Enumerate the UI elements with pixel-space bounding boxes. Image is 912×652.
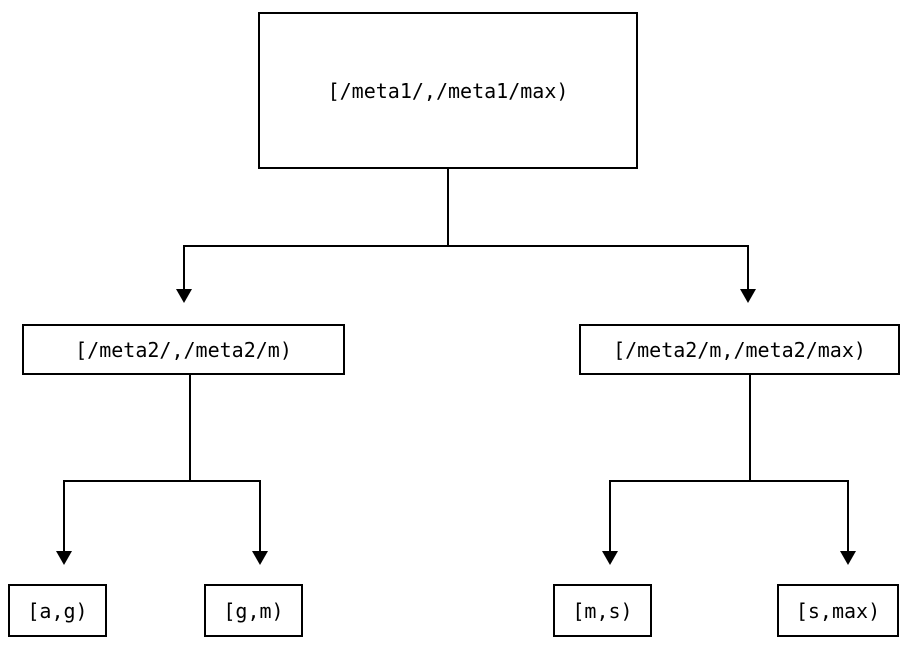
edge-root-to-left-drop xyxy=(183,245,185,290)
node-level1-right-label: [/meta2/m,/meta2/max) xyxy=(613,337,866,362)
arrow-left-to-leaf2 xyxy=(252,551,268,565)
node-leaf-1-label: [a,g) xyxy=(27,598,88,623)
node-root-label: [/meta1/,/meta1/max) xyxy=(327,78,569,103)
edge-right-to-leaf3-drop xyxy=(609,480,611,552)
edge-root-stem xyxy=(447,169,449,246)
edge-left-stem xyxy=(189,375,191,481)
arrow-right-to-leaf4 xyxy=(840,551,856,565)
edge-left-to-leaf1-drop xyxy=(63,480,65,552)
node-root[interactable]: [/meta1/,/meta1/max) xyxy=(258,12,638,169)
node-level1-right[interactable]: [/meta2/m,/meta2/max) xyxy=(579,324,900,375)
node-level1-left[interactable]: [/meta2/,/meta2/m) xyxy=(22,324,345,375)
edge-root-bus xyxy=(183,245,749,247)
edge-right-stem xyxy=(749,375,751,481)
node-leaf-4-label: [s,max) xyxy=(795,598,881,623)
node-leaf-4[interactable]: [s,max) xyxy=(777,584,899,637)
node-leaf-2-label: [g,m) xyxy=(223,598,284,623)
node-leaf-3[interactable]: [m,s) xyxy=(553,584,652,637)
arrow-root-to-left xyxy=(176,289,192,303)
arrow-right-to-leaf3 xyxy=(602,551,618,565)
edge-left-bus xyxy=(63,480,261,482)
node-leaf-2[interactable]: [g,m) xyxy=(204,584,303,637)
edge-right-to-leaf4-drop xyxy=(847,480,849,552)
node-leaf-3-label: [m,s) xyxy=(572,598,633,623)
edge-left-to-leaf2-drop xyxy=(259,480,261,552)
node-level1-left-label: [/meta2/,/meta2/m) xyxy=(75,337,292,362)
edge-root-to-right-drop xyxy=(747,245,749,290)
edge-right-bus xyxy=(609,480,849,482)
arrow-left-to-leaf1 xyxy=(56,551,72,565)
node-leaf-1[interactable]: [a,g) xyxy=(8,584,107,637)
arrow-root-to-right xyxy=(740,289,756,303)
